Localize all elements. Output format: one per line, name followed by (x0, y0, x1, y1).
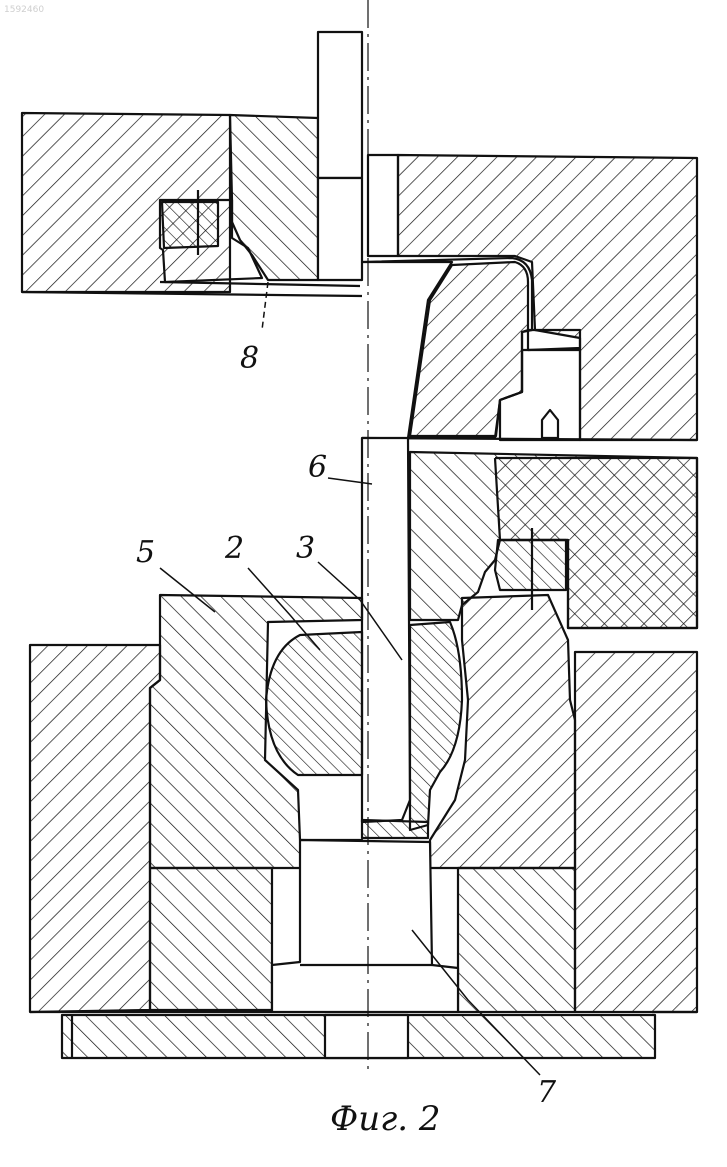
base-plate-bore (325, 1015, 408, 1058)
tapered-punch-head-hatch (410, 262, 528, 436)
mandrel-bottom-cap (362, 820, 428, 838)
label-5: 5 (136, 535, 155, 570)
workpiece-2 (266, 632, 362, 775)
lower-outer-left (30, 645, 160, 1012)
label-7: 7 (537, 1075, 557, 1110)
spring-pin (542, 410, 558, 438)
mandrel-3 (362, 438, 410, 822)
ejector-7 (272, 840, 458, 1012)
upper-insert-cross-hatch (162, 202, 218, 248)
document-id-stamp: 1592460 (4, 5, 44, 15)
label-6: 6 (308, 450, 327, 485)
label-3: 3 (296, 531, 315, 566)
punch-rod-lower (318, 178, 362, 280)
lower-left-support (150, 868, 272, 1010)
middle-insert-cross-hatch (495, 540, 566, 590)
upper-right-collar (368, 155, 398, 256)
figure-caption: Фиг. 2 (330, 1099, 441, 1139)
lower-right-support (458, 868, 575, 1012)
lower-outer-right (575, 652, 697, 1012)
label-8: 8 (240, 341, 259, 376)
punch-rod-upper (318, 32, 362, 178)
label-2: 2 (224, 531, 244, 566)
upper-insert-holder (230, 115, 318, 280)
leader-8 (262, 282, 268, 330)
